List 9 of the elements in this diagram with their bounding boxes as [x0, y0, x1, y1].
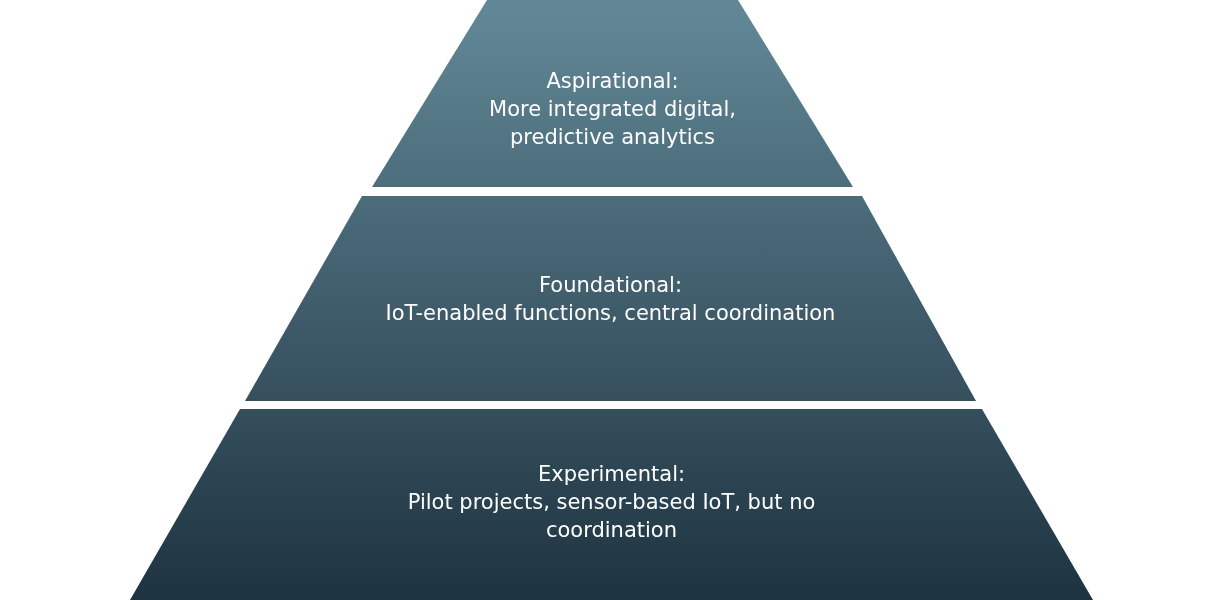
level-heading: Foundational: [539, 271, 682, 299]
level-description: More integrated digital, predictive analytics [488, 95, 737, 151]
level-description: Pilot projects, sensor-based IoT, but no coordination [406, 489, 817, 544]
level-heading: Experimental: [537, 461, 686, 488]
pyramid-level [130, 409, 1093, 600]
pyramid-level [245, 196, 976, 401]
level-description: IoT-enabled functions, central coordination [385, 299, 836, 327]
pyramid-level [372, 0, 853, 187]
level-heading: Aspirational: [546, 67, 679, 95]
